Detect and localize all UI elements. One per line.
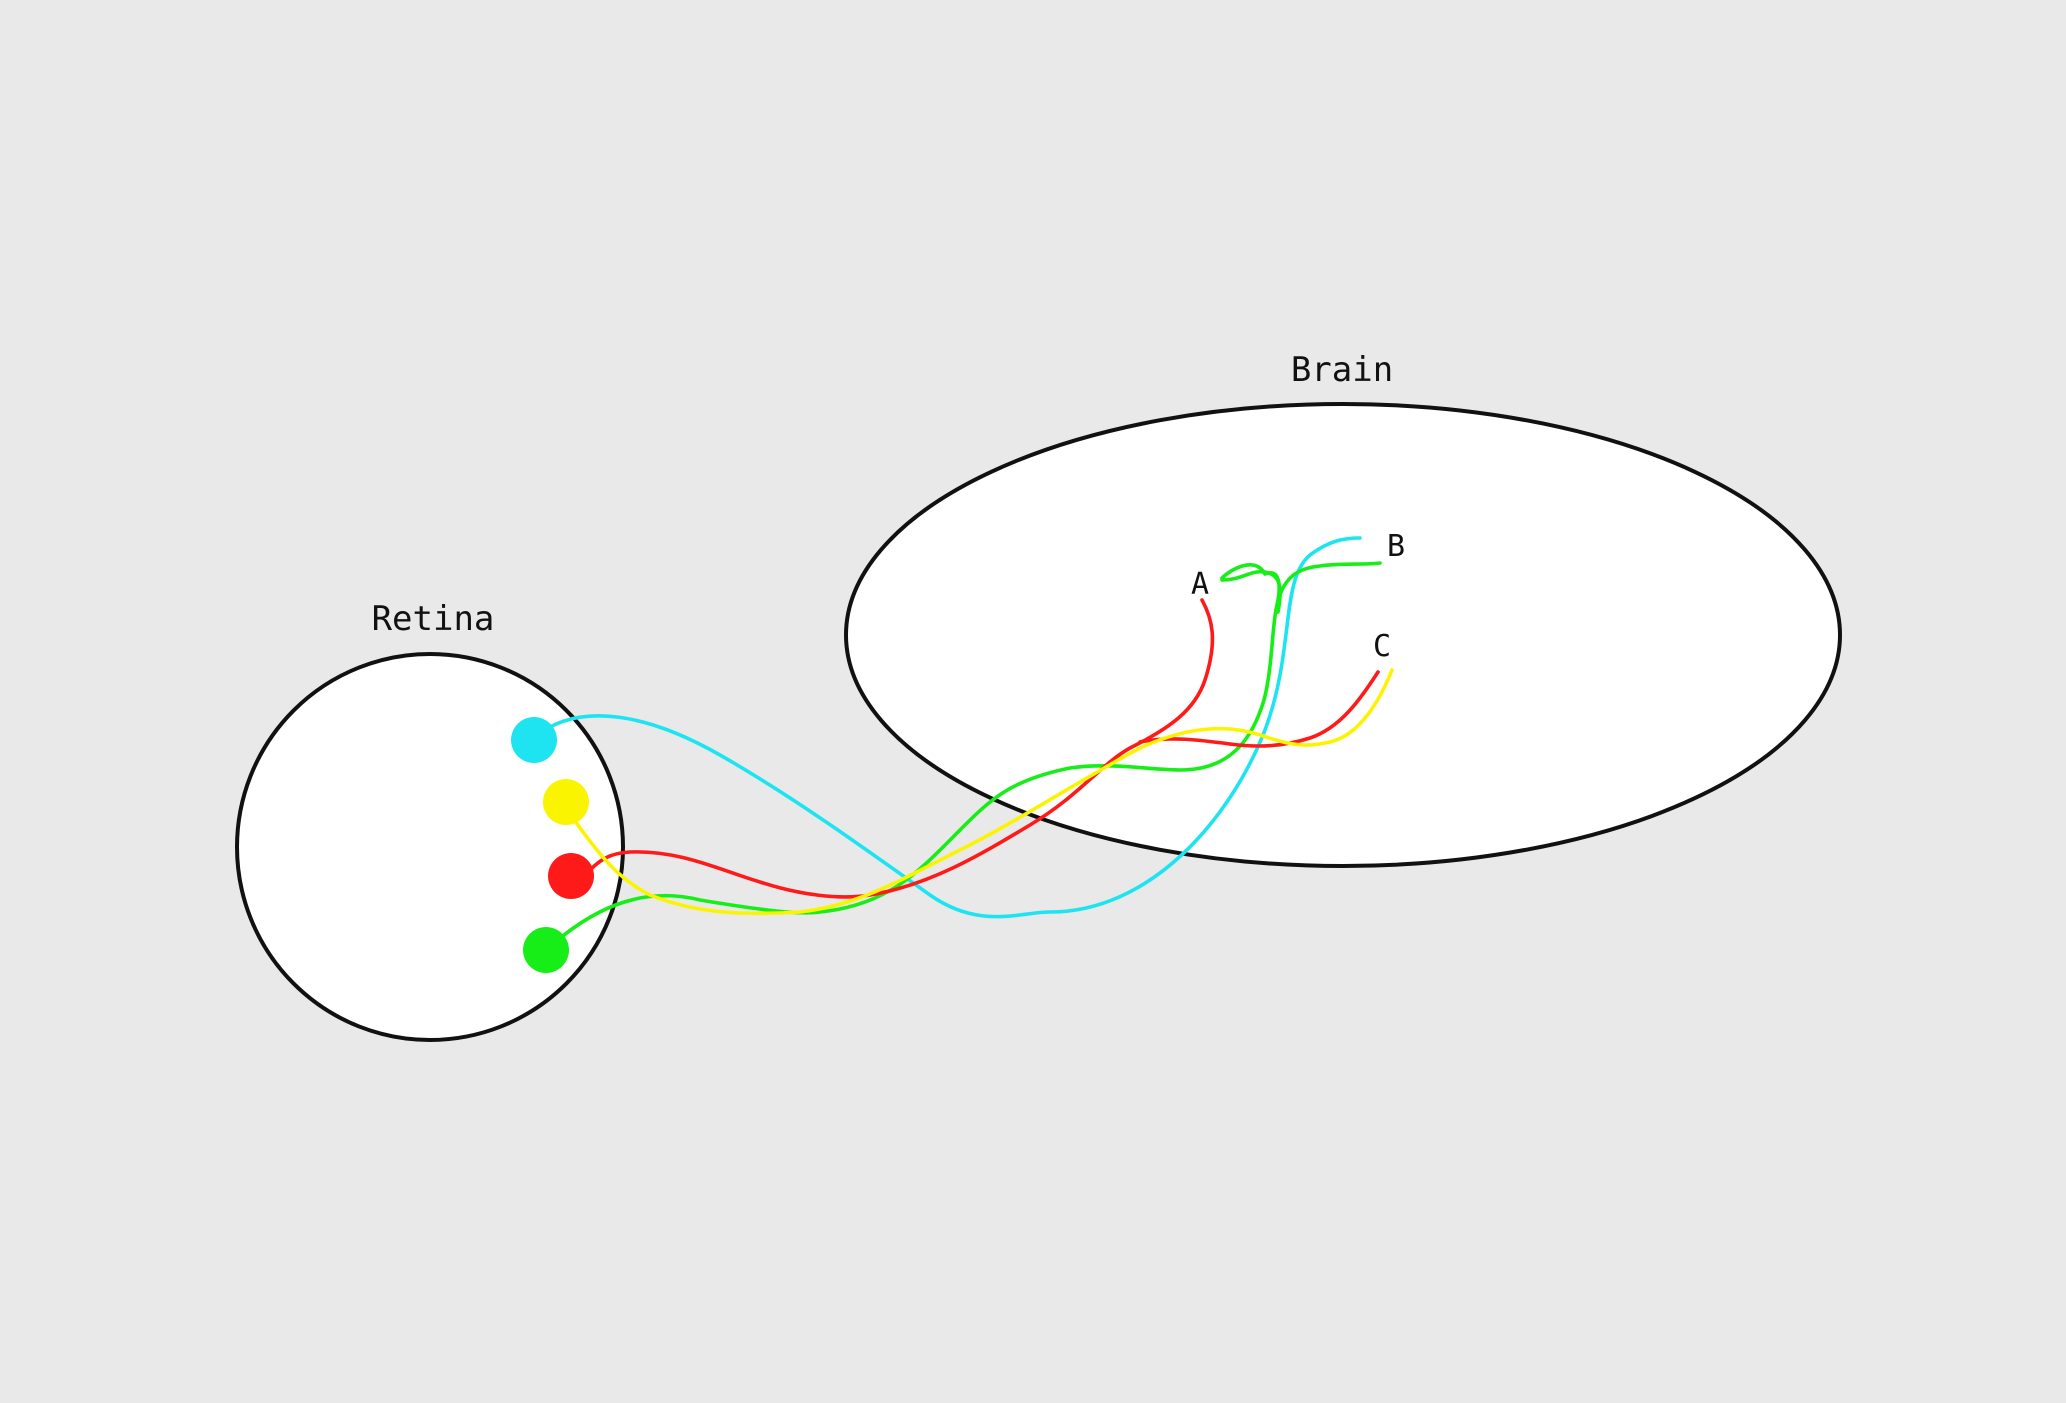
target-labels: A B C — [1191, 529, 1405, 664]
target-label-a: A — [1191, 567, 1209, 602]
green-axon-branch-a — [1220, 569, 1282, 614]
brain-label: Brain — [1291, 350, 1393, 390]
red-axon — [588, 598, 1215, 899]
target-label-c: C — [1373, 629, 1391, 664]
cyan-cell — [511, 717, 557, 763]
axon-wires — [533, 536, 1394, 953]
red-axon-branch-c — [1138, 670, 1380, 748]
yellow-cell — [543, 779, 589, 825]
brain: Brain — [844, 350, 1842, 868]
red-cell — [548, 853, 594, 899]
green-axon-branch-b — [1274, 561, 1382, 612]
cyan-axon — [533, 536, 1362, 919]
yellow-axon — [566, 668, 1394, 916]
target-label-b: B — [1387, 529, 1405, 564]
brain-ellipse — [844, 402, 1842, 868]
retina-circle — [235, 652, 625, 1042]
retina-label: Retina — [372, 599, 495, 639]
green-cell — [523, 927, 569, 973]
retinal-cells — [511, 717, 594, 973]
